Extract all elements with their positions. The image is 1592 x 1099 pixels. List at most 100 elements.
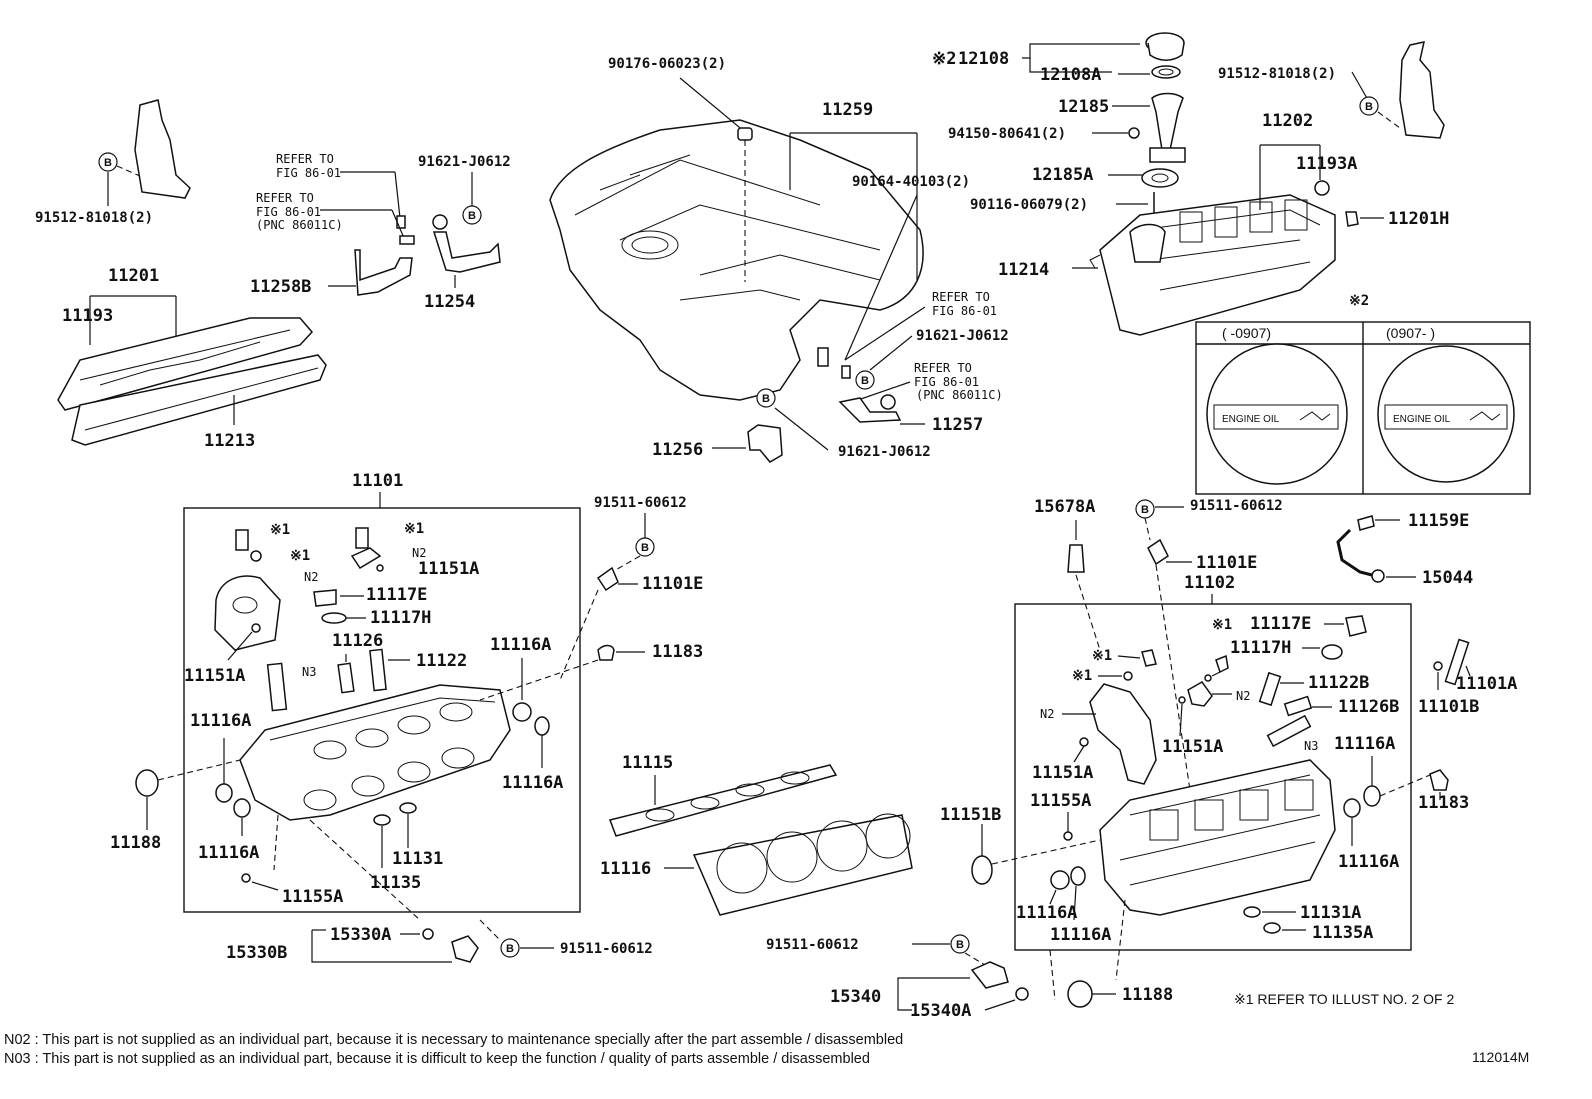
label-12185A: 12185A xyxy=(1032,165,1093,185)
label-91621-b: 91621-J0612 xyxy=(916,328,1009,344)
refer-text-3: REFER TO xyxy=(932,290,990,304)
label-90176: 90176-06023(2) xyxy=(608,56,726,72)
label-12108: 12108 xyxy=(958,49,1009,69)
cap-icon xyxy=(1345,615,1367,637)
b-mark: B xyxy=(1141,504,1149,516)
bolt-icon xyxy=(1444,638,1470,686)
label-11131A: 11131A xyxy=(1300,903,1361,923)
oil-cap-new-icon xyxy=(1377,345,1515,483)
label-11135: 11135 xyxy=(370,873,421,893)
label-11151A-1: 11151A xyxy=(418,559,479,579)
n2-c: N2 xyxy=(1236,689,1250,703)
head-gasket-illustration xyxy=(692,813,913,916)
note-n02: N02 : This part is not supplied as an in… xyxy=(4,1032,903,1048)
b-mark: B xyxy=(861,375,869,387)
label-12185: 12185 xyxy=(1058,97,1109,117)
oil-filler-pipe-icon xyxy=(1151,92,1184,151)
pnc-text-2: (PNC 86011C) xyxy=(916,388,1003,402)
b-mark: B xyxy=(104,157,112,169)
b-callout-tl xyxy=(98,152,118,172)
label-90116: 90116-06079(2) xyxy=(970,197,1088,213)
label-91511-d: 91511-60612 xyxy=(1190,498,1283,514)
label-11126: 11126 xyxy=(332,631,383,651)
label-11151B: 11151B xyxy=(940,805,1001,825)
label-11151A-4: 11151A xyxy=(1032,763,1093,783)
n3-a: N3 xyxy=(302,665,316,679)
label-11259: 11259 xyxy=(822,100,873,120)
refer-text-1: REFER TO xyxy=(276,152,334,166)
label-11256: 11256 xyxy=(652,440,703,460)
solenoid-icon xyxy=(970,961,1009,989)
bracket-left-icon xyxy=(134,99,191,199)
label-11116A-8: 11116A xyxy=(1338,852,1399,872)
label-11155A-r: 11155A xyxy=(1030,791,1091,811)
b-callout-f xyxy=(950,934,970,954)
label-11151A-3: 11151A xyxy=(1162,737,1223,757)
b-mark: B xyxy=(956,939,964,951)
b-callout-tr xyxy=(1359,96,1379,116)
note-n03: N03 : This part is not supplied as an in… xyxy=(4,1051,870,1067)
inset-col2-header: (0907- ) xyxy=(1386,325,1435,341)
bracket-11257-icon xyxy=(838,397,902,423)
label-11159E: 11159E xyxy=(1408,511,1469,531)
refer-text-2: REFER TO xyxy=(256,191,314,205)
label-15340A: 15340A xyxy=(910,1001,971,1021)
grommet-icon xyxy=(737,127,753,141)
label-11258B: 11258B xyxy=(250,277,311,297)
engine-oil-text-1: ENGINE OIL xyxy=(1222,414,1280,425)
cylinder-head-left-illustration xyxy=(239,684,511,821)
label-11116A-1: 11116A xyxy=(190,711,251,731)
label-11126B: 11126B xyxy=(1338,697,1399,717)
label-11101: 11101 xyxy=(352,471,403,491)
b-callout-e xyxy=(500,938,520,958)
label-11116A-7: 11116A xyxy=(1050,925,1111,945)
label-11213: 11213 xyxy=(204,431,255,451)
b-mark: B xyxy=(762,393,770,405)
cylinder-head-right-illustration xyxy=(1099,759,1336,916)
label-11201: 11201 xyxy=(108,266,159,286)
label-11155A-l: 11155A xyxy=(282,887,343,907)
label-11116A-2: 11116A xyxy=(490,635,551,655)
fig-text-4: FIG 86-01 xyxy=(914,375,979,389)
label-11188-r: 11188 xyxy=(1122,985,1173,1005)
label-12108A: 12108A xyxy=(1040,65,1101,85)
diagram-id: 112014M xyxy=(1472,1049,1529,1065)
label-11257: 11257 xyxy=(932,415,983,435)
bracket-icon xyxy=(1399,41,1445,139)
label-11115: 11115 xyxy=(622,753,673,773)
label-91511-c: 91511-60612 xyxy=(766,937,859,953)
bracket-11258b-icon xyxy=(354,249,413,296)
intake-gasket-illustration xyxy=(609,764,838,837)
label-11102: 11102 xyxy=(1184,573,1235,593)
label-91512-tl: 91512-81018(2) xyxy=(35,210,153,226)
bracket-11256-icon xyxy=(747,424,783,463)
label-11116A-3: 11116A xyxy=(502,773,563,793)
label-11117H-l: 11117H xyxy=(370,608,431,628)
fig-text-2: FIG 86-01 xyxy=(256,205,321,219)
label-11117E-l: 11117E xyxy=(366,585,427,605)
plug-icon xyxy=(597,644,615,661)
engine-oil-text-2: ENGINE OIL xyxy=(1393,414,1451,425)
label-15678A: 15678A xyxy=(1034,497,1095,517)
label-15044: 15044 xyxy=(1422,568,1473,588)
label-90164: 90164-40103(2) xyxy=(852,174,970,190)
label-11201H: 11201H xyxy=(1388,209,1449,229)
sensor-icon xyxy=(596,566,619,592)
label-11116: 11116 xyxy=(600,859,651,879)
inset-mark: ※2 xyxy=(1349,293,1369,309)
label-11122B: 11122B xyxy=(1308,673,1369,693)
label-11151A-2: 11151A xyxy=(184,666,245,686)
sensor-icon xyxy=(1067,544,1085,573)
n3-b: N3 xyxy=(1304,739,1318,753)
label-91621-a: 91621-J0612 xyxy=(418,154,511,170)
b-mark: B xyxy=(506,943,514,955)
bracket-11254-icon xyxy=(432,231,501,273)
label-11202: 11202 xyxy=(1262,111,1313,131)
valve-cover-right-illustration xyxy=(1089,194,1336,336)
bolt-icon xyxy=(355,527,369,549)
plug-seal-icon xyxy=(135,769,159,797)
label-11131: 11131 xyxy=(392,849,443,869)
mark-12108: ※2 xyxy=(932,49,956,69)
gasket-ring-icon xyxy=(1151,65,1181,79)
